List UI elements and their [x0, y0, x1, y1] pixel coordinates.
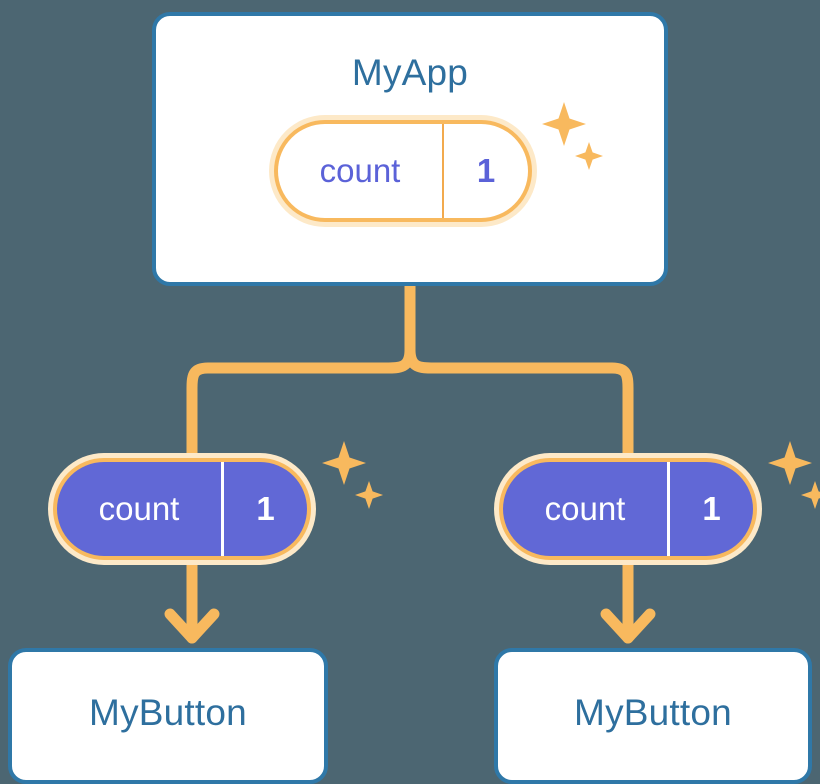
arrow-down-left-head: [164, 608, 220, 644]
state-pill-value: 1: [221, 462, 307, 556]
connector-branch-left: [186, 344, 416, 470]
state-pill-body: count 1: [48, 453, 316, 565]
component-title-mybutton-right: MyButton: [574, 692, 732, 733]
state-pill-myapp[interactable]: count 1: [269, 115, 537, 227]
arrow-down-right-head: [600, 608, 656, 644]
component-title-myapp: MyApp: [351, 52, 469, 93]
arrow-down-right-group: [600, 556, 656, 644]
state-pill-mybutton-right[interactable]: count 1: [494, 453, 762, 565]
state-pill-key: count: [98, 490, 180, 527]
state-pill-key: count: [319, 152, 401, 189]
state-pill-body: count 1: [494, 453, 762, 565]
state-pill-key: count: [544, 490, 626, 527]
arrow-down-left-group: [164, 556, 220, 644]
state-pill-value: 1: [667, 462, 753, 556]
state-pill-body: count 1: [269, 115, 537, 227]
connector-branch-right: [404, 344, 634, 470]
state-pill-value: 1: [442, 124, 528, 218]
state-pill-mybutton-left[interactable]: count 1: [48, 453, 316, 565]
component-card-mybutton-left[interactable]: MyButton: [8, 648, 328, 784]
component-card-mybutton-right[interactable]: MyButton: [494, 648, 812, 784]
component-title-mybutton-left: MyButton: [89, 692, 247, 733]
